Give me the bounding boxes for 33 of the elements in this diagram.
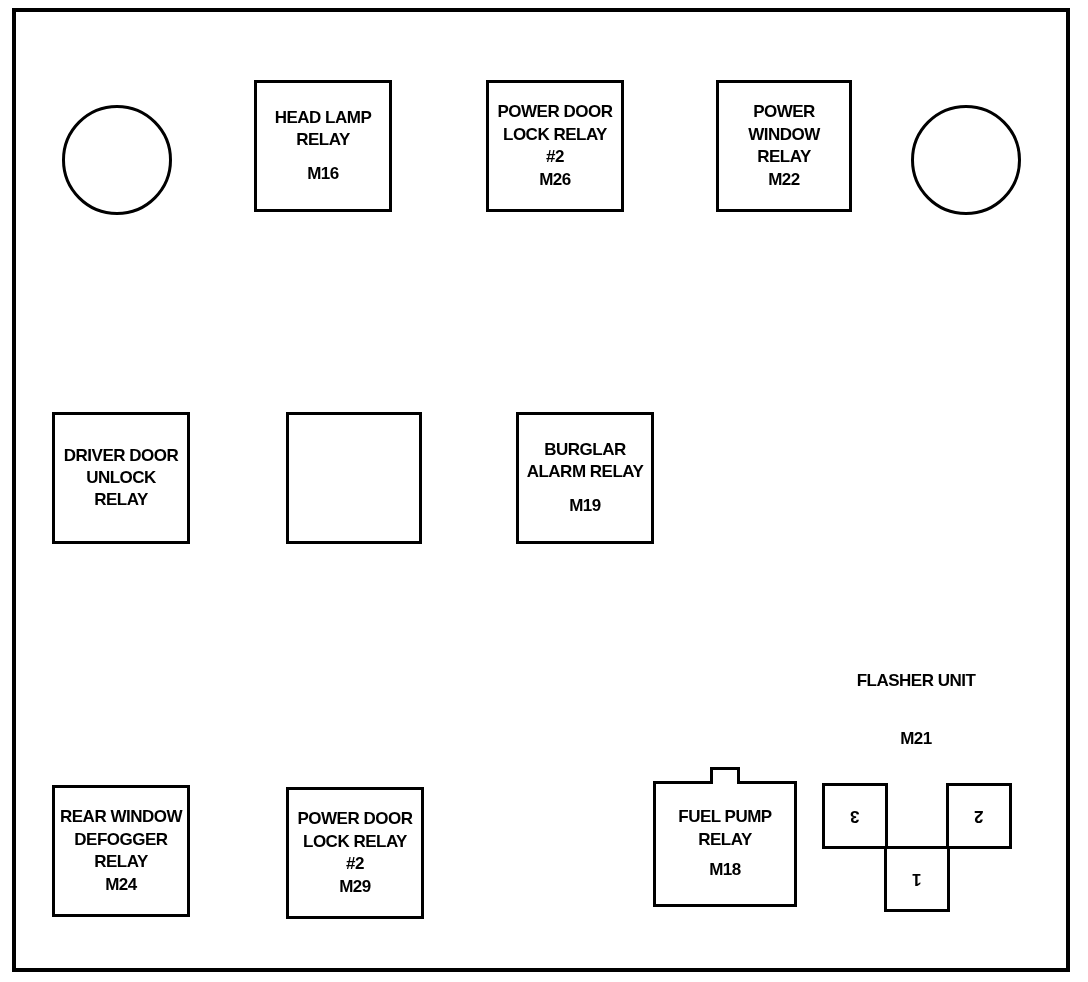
panel-outline (12, 8, 1070, 972)
relay-name: POWER DOOR LOCK RELAY #2 (296, 808, 414, 875)
relay-code: M24 (105, 873, 137, 896)
terminal-box (946, 783, 1012, 849)
relay-box (52, 785, 190, 917)
relay-code: M16 (307, 162, 339, 185)
relay-code: M29 (339, 875, 371, 898)
relay-box (653, 781, 797, 907)
relay-box (716, 80, 852, 212)
relay-code: M22 (768, 168, 800, 191)
relay-name: HEAD LAMP RELAY (273, 106, 373, 151)
terminal-number: 1 (912, 869, 922, 889)
relay-code: M19 (569, 494, 601, 517)
terminal-box (822, 783, 888, 849)
relay-name: DRIVER DOOR UNLOCK RELAY (62, 444, 180, 512)
relay-code: M18 (709, 859, 741, 882)
relay-name: REAR WINDOW DEFOGGER RELAY (59, 806, 183, 873)
empty-relay-box (286, 412, 422, 544)
relay-name: FUEL PUMP RELAY (677, 806, 773, 851)
relay-box (486, 80, 624, 212)
relay-box (286, 787, 424, 919)
relay-name: POWER DOOR LOCK RELAY #2 (496, 101, 614, 168)
relay-name: BURGLAR ALARM RELAY (525, 438, 645, 483)
relay-name: POWER WINDOW RELAY (747, 101, 821, 168)
terminal-number: 2 (974, 806, 984, 826)
relay-box (254, 80, 392, 212)
unit-code: M21 (899, 730, 933, 749)
terminal-number: 3 (850, 806, 860, 826)
relay-box (52, 412, 190, 544)
unit-name: FLASHER UNIT (855, 672, 977, 691)
relay-code: M26 (539, 168, 571, 191)
relay-box (516, 412, 654, 544)
terminal-box (884, 846, 950, 912)
